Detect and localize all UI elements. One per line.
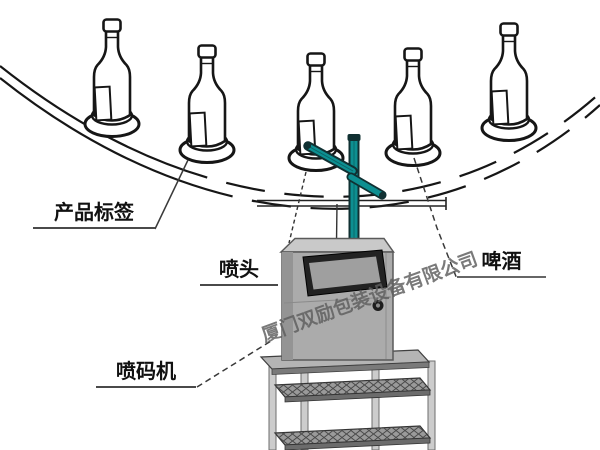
pole-cap bbox=[347, 134, 361, 141]
power-knob-icon bbox=[372, 300, 384, 311]
machine-screen bbox=[309, 256, 381, 290]
bottle bbox=[83, 18, 141, 138]
cart-shelf bbox=[273, 377, 432, 403]
leader-printer bbox=[196, 340, 272, 388]
cart-plate-edge bbox=[271, 361, 430, 375]
label-product-label: 产品标签 bbox=[33, 201, 155, 229]
spray-nozzle-up-icon bbox=[303, 141, 358, 176]
leader-lines bbox=[154, 157, 458, 388]
cart-shelf bbox=[273, 425, 432, 450]
label-nozzle: 喷头 bbox=[200, 258, 278, 286]
bottle bbox=[480, 22, 538, 142]
spray-nozzle-down-icon bbox=[346, 172, 387, 200]
label-beer: 啤酒 bbox=[457, 250, 546, 278]
machine-left-bevel bbox=[282, 252, 293, 360]
leader-product-label bbox=[154, 159, 189, 230]
bottle bbox=[384, 47, 442, 167]
spray-head-assembly bbox=[303, 134, 387, 244]
leader-beer bbox=[413, 157, 458, 280]
bottle bbox=[178, 44, 236, 164]
inkjet-coder-machine bbox=[279, 237, 395, 361]
support-rods bbox=[288, 171, 338, 244]
label-printer: 喷码机 bbox=[96, 360, 196, 388]
